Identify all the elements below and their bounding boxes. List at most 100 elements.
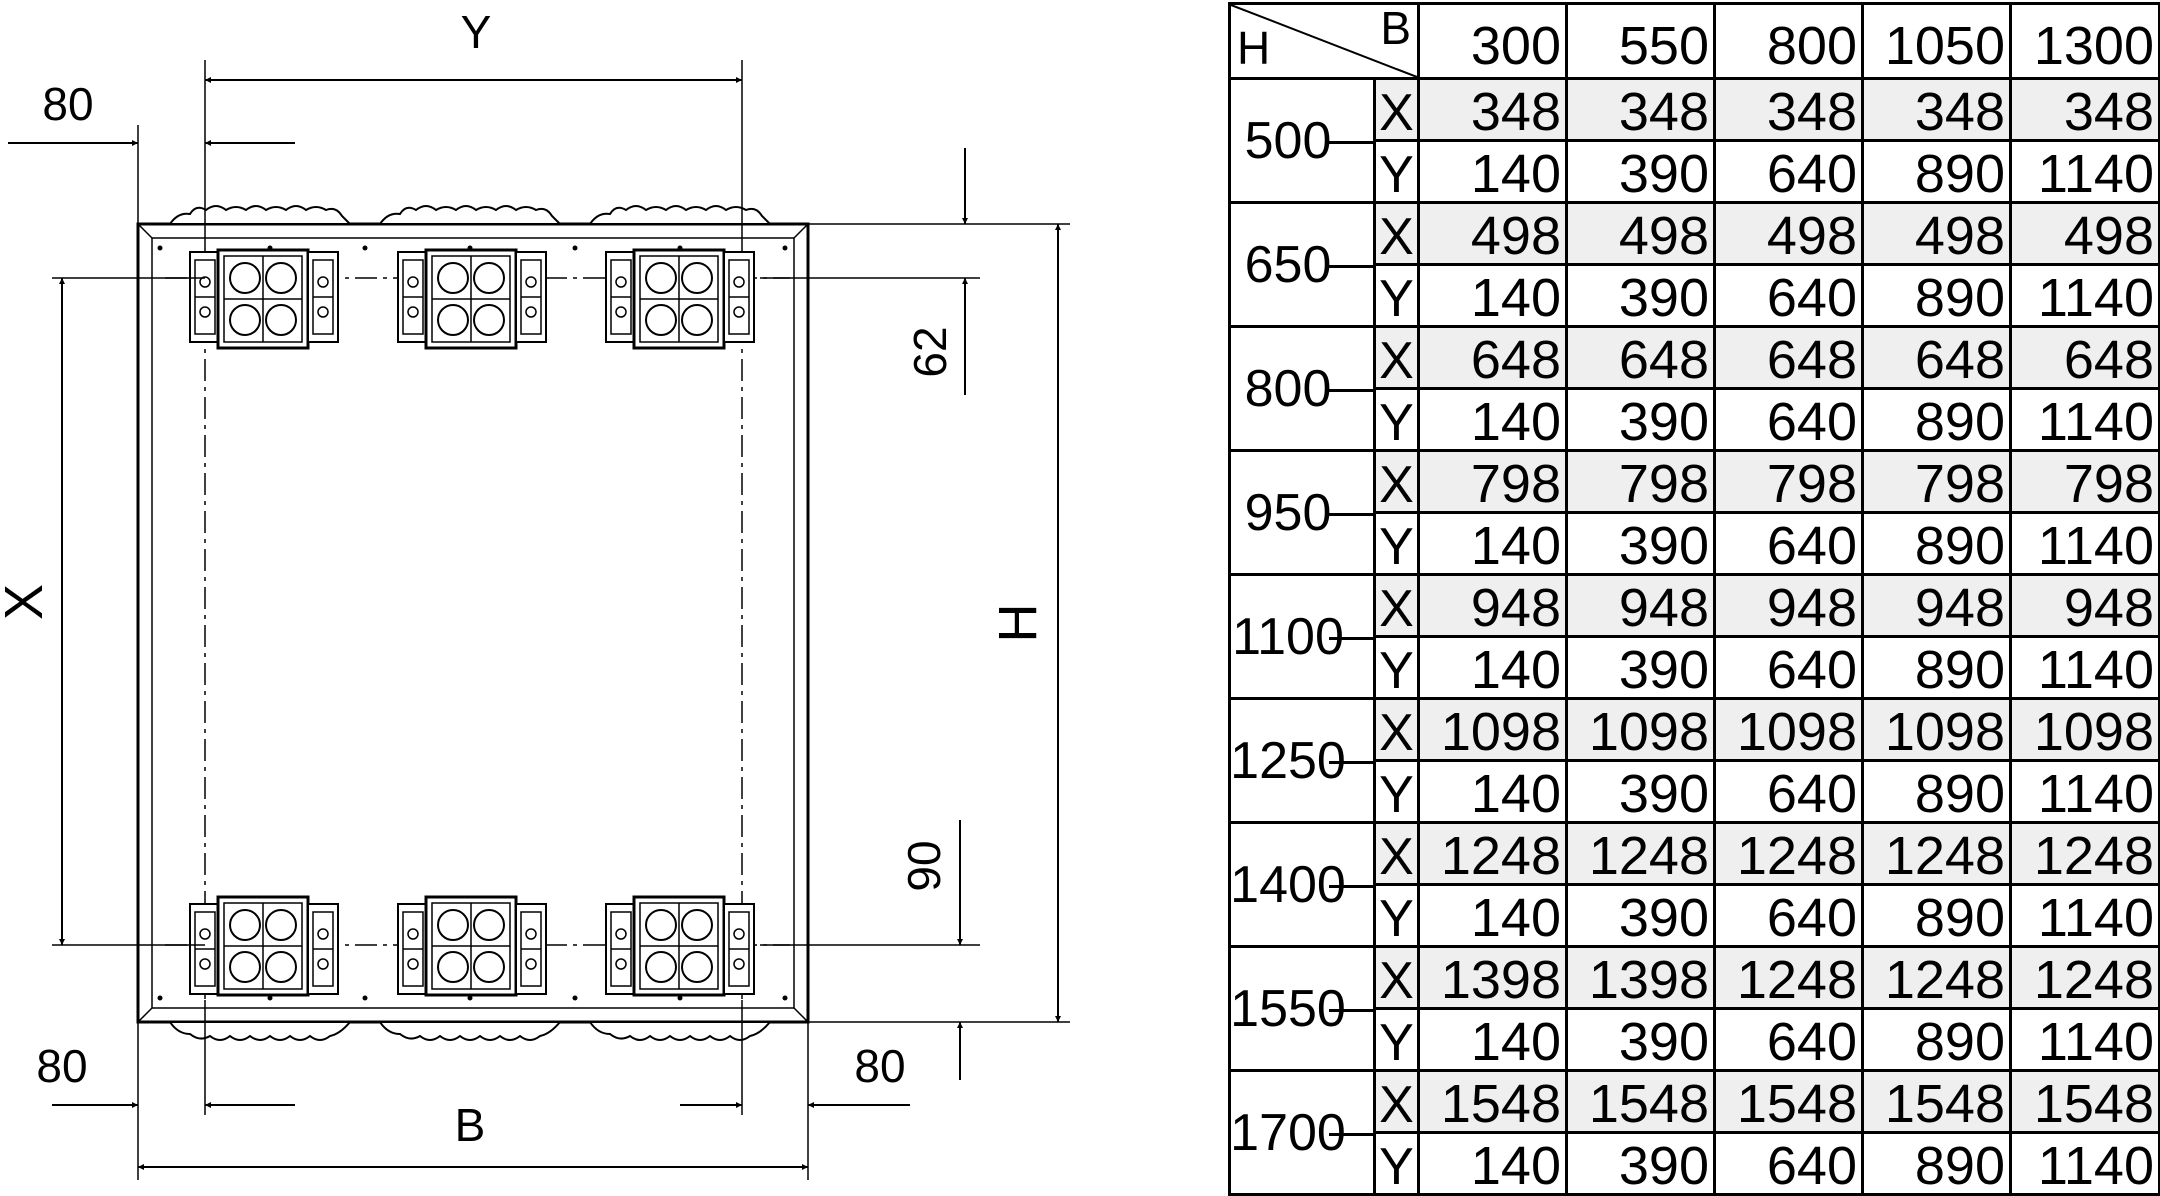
table-cell-y: 1140 [2009, 883, 2160, 948]
table-cell-x: 948 [1565, 573, 1716, 638]
table-cell-x: 948 [1861, 573, 2012, 638]
axis-label-y: Y [1373, 883, 1420, 948]
height-divider [1329, 140, 1373, 144]
bottom-right-offset-label: 80 [854, 1040, 905, 1092]
axis-label-y: Y [1373, 263, 1420, 328]
height-value: 1700 [1230, 1103, 1346, 1162]
axis-label-x: X [1373, 1069, 1420, 1134]
table-cell-y: 890 [1861, 263, 2012, 328]
table-cell-x: 1098 [1417, 697, 1568, 762]
bottom-gland-assembly-center [397, 895, 547, 997]
table-cell-x: 348 [1417, 77, 1568, 142]
bottom-gland-assembly-left [189, 895, 339, 997]
height-divider [1329, 636, 1373, 640]
axis-label-y: Y [1373, 759, 1420, 824]
table-cell-x: 1548 [1713, 1069, 1864, 1134]
height-cell: 650 [1228, 201, 1376, 328]
height-value: 800 [1244, 359, 1332, 418]
table-cell-x: 798 [1417, 449, 1568, 514]
table-cell-x: 1548 [1861, 1069, 2012, 1134]
table-cell-y: 140 [1417, 511, 1568, 576]
h-dimension-label: H [988, 604, 1048, 643]
table-cell-x: 348 [2009, 77, 2160, 142]
column-header: 550 [1565, 2, 1716, 80]
height-cell: 950 [1228, 449, 1376, 576]
table-cell-x: 1248 [1861, 945, 2012, 1010]
table-cell-y: 890 [1861, 635, 2012, 700]
top-left-offset-label: 80 [42, 78, 93, 130]
table-cell-y: 1140 [2009, 1131, 2160, 1196]
table-cell-y: 390 [1565, 635, 1716, 700]
table-cell-y: 890 [1861, 139, 2012, 204]
table-cell-y: 390 [1565, 139, 1716, 204]
table-cell-x: 1548 [1417, 1069, 1568, 1134]
table-cell-x: 498 [1417, 201, 1568, 266]
table-cell-x: 348 [1713, 77, 1864, 142]
axis-label-y: Y [1373, 1007, 1420, 1072]
table-cell-y: 140 [1417, 1131, 1568, 1196]
height-value: 1550 [1230, 979, 1346, 1038]
axis-label-x: X [1373, 697, 1420, 762]
height-value: 500 [1244, 111, 1332, 170]
table-cell-y: 640 [1713, 387, 1864, 452]
bottom-offset-label: 90 [898, 840, 950, 891]
height-value: 950 [1244, 483, 1332, 542]
table-cell-x: 948 [1417, 573, 1568, 638]
height-cell: 1250 [1228, 697, 1376, 824]
table-cell-x: 498 [1565, 201, 1716, 266]
top-gland-assembly-right [605, 248, 755, 350]
table-cell-y: 640 [1713, 1131, 1864, 1196]
height-divider [1329, 1008, 1373, 1012]
table-cell-x: 648 [2009, 325, 2160, 390]
corner-col-label: B [1380, 2, 1411, 54]
column-header: 300 [1417, 2, 1568, 80]
table-cell-x: 1248 [2009, 821, 2160, 886]
table-cell-x: 648 [1417, 325, 1568, 390]
table-cell-x: 1098 [1861, 697, 2012, 762]
height-value: 1400 [1230, 855, 1346, 914]
table-cell-y: 1140 [2009, 1007, 2160, 1072]
axis-label-x: X [1373, 325, 1420, 390]
height-cell: 1400 [1228, 821, 1376, 948]
table-cell-x: 498 [1861, 201, 2012, 266]
table-cell-x: 648 [1861, 325, 2012, 390]
table-cell-x: 948 [1713, 573, 1864, 638]
table-cell-y: 640 [1713, 759, 1864, 824]
axis-label-x: X [1373, 945, 1420, 1010]
table-cell-x: 498 [1713, 201, 1864, 266]
table-cell-x: 1248 [1565, 821, 1716, 886]
axis-label-y: Y [1373, 635, 1420, 700]
height-cell: 1550 [1228, 945, 1376, 1072]
axis-label-x: X [1373, 77, 1420, 142]
table-cell-y: 140 [1417, 387, 1568, 452]
height-divider [1329, 388, 1373, 392]
table-cell-y: 890 [1861, 387, 2012, 452]
table-cell-x: 948 [2009, 573, 2160, 638]
column-header: 1050 [1861, 2, 2012, 80]
x-dimension-label: X [0, 584, 54, 620]
column-header: 1300 [2009, 2, 2160, 80]
bottom-gland-assembly-right [605, 895, 755, 997]
table-cell-y: 1140 [2009, 759, 2160, 824]
table-cell-y: 640 [1713, 883, 1864, 948]
table-cell-x: 648 [1565, 325, 1716, 390]
b-dimension-label: B [455, 1099, 486, 1151]
table-cell-x: 798 [1861, 449, 2012, 514]
table-cell-x: 1398 [1565, 945, 1716, 1010]
table-cell-y: 390 [1565, 1131, 1716, 1196]
table-cell-x: 1248 [1861, 821, 2012, 886]
table-cell-x: 1398 [1417, 945, 1568, 1010]
table-cell-x: 1248 [1417, 821, 1568, 886]
